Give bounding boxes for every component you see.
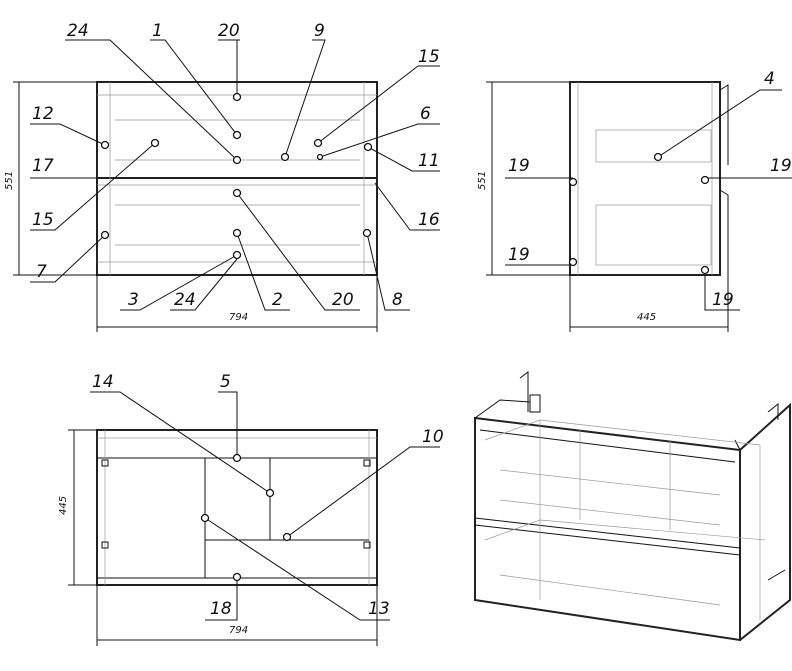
callout: 4 <box>764 69 775 89</box>
front-width-dim: 794 <box>229 312 248 323</box>
top-width-dim: 794 <box>229 625 248 636</box>
callout: 5 <box>220 372 231 392</box>
side-view: 551 445 4 19 19 19 19 <box>477 69 792 332</box>
callout: 10 <box>422 427 444 447</box>
callout: 17 <box>32 156 54 176</box>
callout: 6 <box>420 104 431 124</box>
callout: 20 <box>218 21 240 41</box>
callout: 11 <box>418 151 440 171</box>
callout: 13 <box>368 599 390 619</box>
callout: 9 <box>314 21 325 41</box>
callout: 19 <box>508 156 530 176</box>
callout: 3 <box>128 290 139 310</box>
side-callouts: 4 19 19 19 19 <box>505 69 792 311</box>
isometric-view <box>474 371 791 642</box>
callout: 24 <box>174 290 196 310</box>
callout: 14 <box>92 372 114 392</box>
callout: 15 <box>32 210 54 230</box>
callout: 15 <box>418 47 440 67</box>
front-callouts: 24 1 20 9 15 12 6 17 11 15 16 7 3 <box>30 21 440 311</box>
callout: 20 <box>332 290 354 310</box>
callout: 19 <box>508 245 530 265</box>
callout: 24 <box>67 21 89 41</box>
callout: 16 <box>418 210 440 230</box>
top-depth-dim: 445 <box>58 496 69 515</box>
callout: 1 <box>152 21 163 41</box>
top-callouts: 14 5 10 18 13 <box>90 372 444 621</box>
front-height-dim: 551 <box>4 171 15 190</box>
callout: 19 <box>712 290 734 310</box>
callout: 8 <box>392 290 403 310</box>
callout: 19 <box>770 156 792 176</box>
callout: 12 <box>32 104 54 124</box>
side-depth-dim: 445 <box>637 312 656 323</box>
callout: 7 <box>36 262 47 282</box>
top-view: 445 794 14 5 10 18 13 <box>58 372 444 646</box>
callout: 2 <box>272 290 283 310</box>
callout: 18 <box>210 599 232 619</box>
front-view: 551 794 24 1 20 9 15 12 6 17 11 15 <box>4 21 440 332</box>
side-height-dim: 551 <box>477 171 488 190</box>
